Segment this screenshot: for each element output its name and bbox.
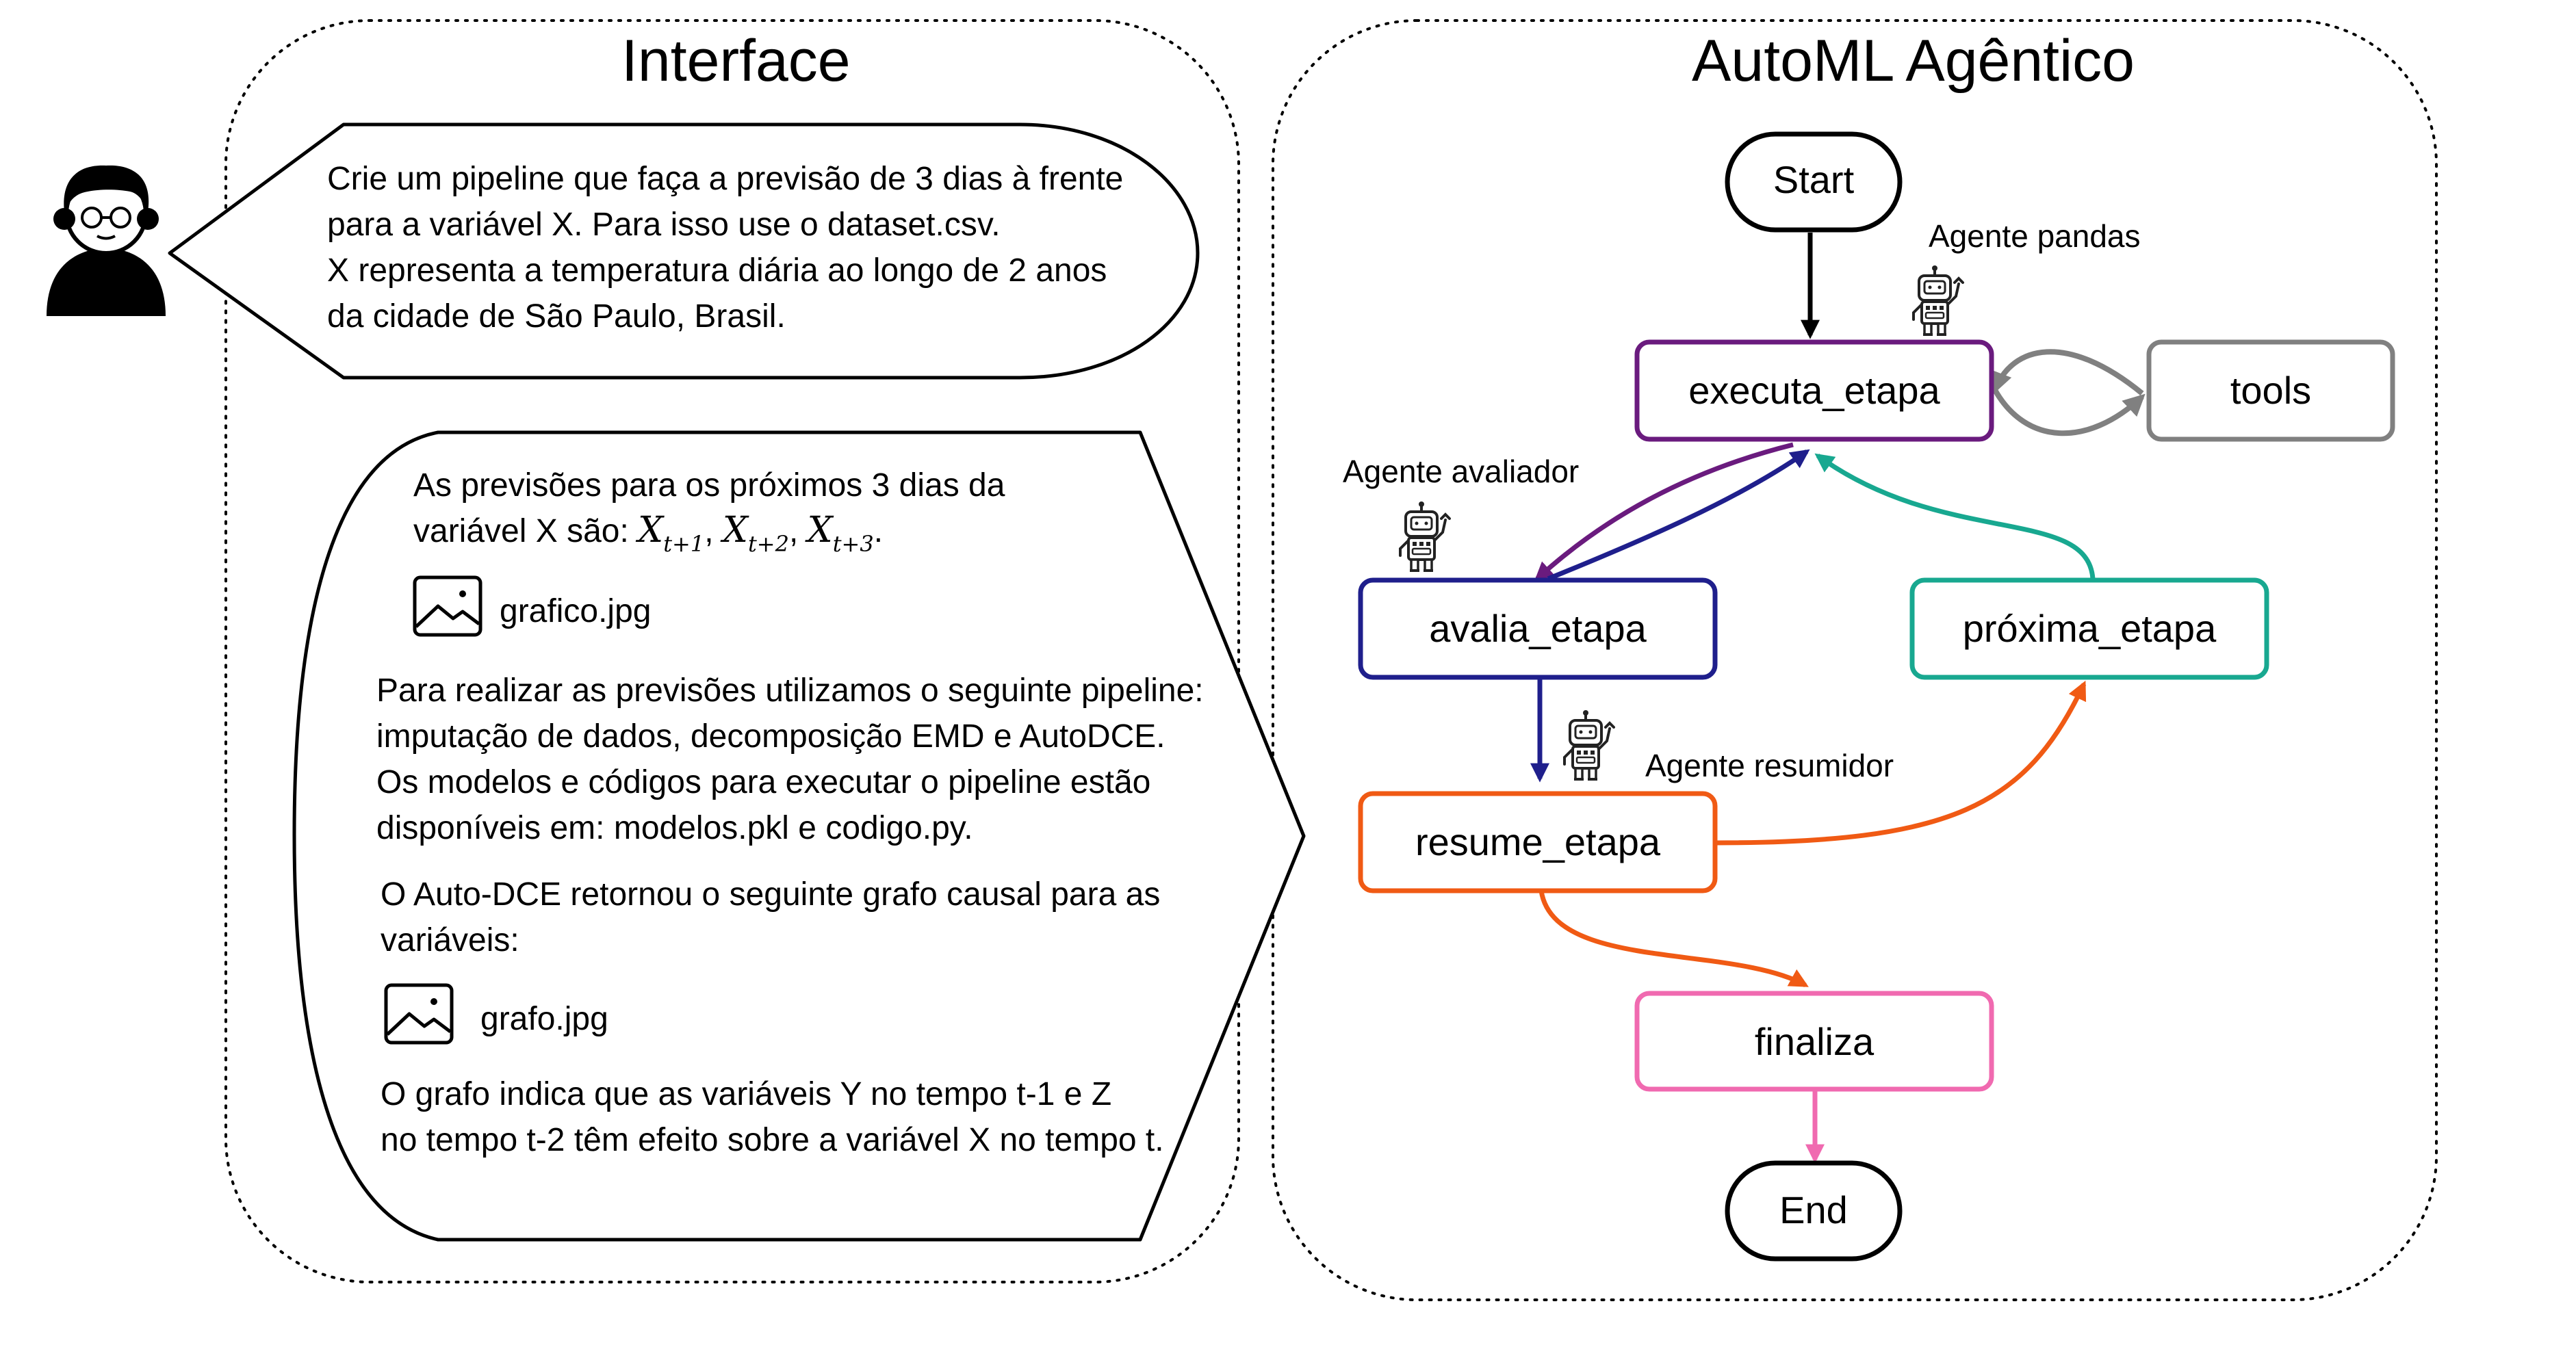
agent-pandas-label: Agente pandas bbox=[1929, 218, 2141, 254]
user-message-text: Crie um pipeline que faça a previsão de … bbox=[327, 156, 1123, 339]
agent-resumidor-label: Agente resumidor bbox=[1645, 748, 1894, 783]
pipeline-text: Para realizar as previsões utilizamos o … bbox=[376, 668, 1204, 851]
tools-node bbox=[2146, 339, 2395, 442]
user-avatar-icon bbox=[47, 165, 166, 316]
edge-executa-avalia bbox=[1534, 442, 1794, 582]
text-line: variáveis: bbox=[381, 922, 519, 958]
start-label: Start bbox=[1773, 158, 1855, 201]
robot-icon bbox=[1399, 500, 1451, 572]
text-line: O grafo indica que as variáveis Y no tem… bbox=[381, 1076, 1112, 1112]
text-line: da cidade de São Paulo, Brasil. bbox=[327, 298, 786, 335]
avalia-etapa-label: avalia_etapa bbox=[1429, 607, 1647, 650]
conclusion-text: O grafo indica que as variáveis Y no tem… bbox=[381, 1071, 1164, 1163]
image-filename: grafo.jpg bbox=[480, 1001, 608, 1037]
automl-panel bbox=[1272, 19, 2438, 1301]
causal-text: O Auto-DCE retornou o seguinte grafo cau… bbox=[381, 872, 1160, 963]
edge-proxima-executa bbox=[1814, 453, 2096, 579]
interface-title: Interface bbox=[621, 28, 851, 94]
proxima-etapa-node bbox=[1909, 577, 2269, 680]
avalia-etapa-node bbox=[1358, 577, 1718, 680]
finaliza-label: finaliza bbox=[1754, 1020, 1875, 1063]
text-line: Os modelos e códigos para executar o pip… bbox=[376, 764, 1151, 800]
text-line: no tempo t-2 têm efeito sobre a variável… bbox=[381, 1122, 1164, 1158]
finaliza-node bbox=[1634, 991, 1994, 1092]
response-bubble bbox=[292, 430, 1306, 1242]
resume-etapa-node bbox=[1358, 791, 1718, 893]
image-filename: grafico.jpg bbox=[500, 593, 652, 629]
forecast-term: Xt+2, bbox=[722, 510, 799, 557]
executa-etapa-label: executa_etapa bbox=[1688, 369, 1940, 412]
forecast-intro-line1: As previsões para os próximos 3 dias da bbox=[413, 467, 1005, 504]
robot-icon bbox=[1563, 709, 1615, 781]
agent-avaliador-label: Agente avaliador bbox=[1343, 454, 1580, 489]
resume-etapa-label: resume_etapa bbox=[1415, 820, 1660, 863]
text-line: O Auto-DCE retornou o seguinte grafo cau… bbox=[381, 876, 1161, 913]
edge-resume-finaliza bbox=[1538, 890, 1809, 988]
edge-avalia-executa bbox=[1547, 449, 1810, 582]
forecast-term: Xt+1, bbox=[638, 510, 714, 557]
text-line: X representa a temperatura diária ao lon… bbox=[327, 252, 1107, 289]
interface-panel bbox=[224, 19, 1240, 1283]
forecast-term: Xt+3. bbox=[807, 510, 884, 557]
text-line: imputação de dados, decomposição EMD e A… bbox=[376, 718, 1165, 755]
image-icon bbox=[415, 577, 480, 635]
end-node bbox=[1725, 1160, 1903, 1262]
edge-resume-proxima bbox=[1714, 680, 2087, 846]
text-line: disponíveis em: modelos.pkl e codigo.py. bbox=[376, 810, 973, 846]
end-label: End bbox=[1779, 1188, 1848, 1231]
proxima-etapa-label: próxima_etapa bbox=[1962, 607, 2217, 650]
text-line: para a variável X. Para isso use o datas… bbox=[327, 207, 1001, 243]
edge-executa-tools bbox=[1991, 349, 2144, 396]
executa-etapa-node bbox=[1634, 339, 1994, 442]
automl-title: AutoML Agêntico bbox=[1692, 28, 2135, 94]
tools-label: tools bbox=[2230, 369, 2312, 412]
robot-icon bbox=[1912, 264, 1964, 336]
start-node bbox=[1725, 131, 1903, 233]
image-icon bbox=[386, 985, 452, 1043]
edge-tools-executa bbox=[1992, 389, 2146, 436]
text-line: Para realizar as previsões utilizamos o … bbox=[376, 672, 1204, 709]
text-line: Crie um pipeline que faça a previsão de … bbox=[327, 161, 1124, 197]
user-message-bubble bbox=[168, 122, 1200, 380]
forecast-intro-line2: variável X são: Xt+1, Xt+2, Xt+3. bbox=[413, 508, 883, 567]
forecast-intro-prefix: variável X são: bbox=[413, 513, 629, 549]
